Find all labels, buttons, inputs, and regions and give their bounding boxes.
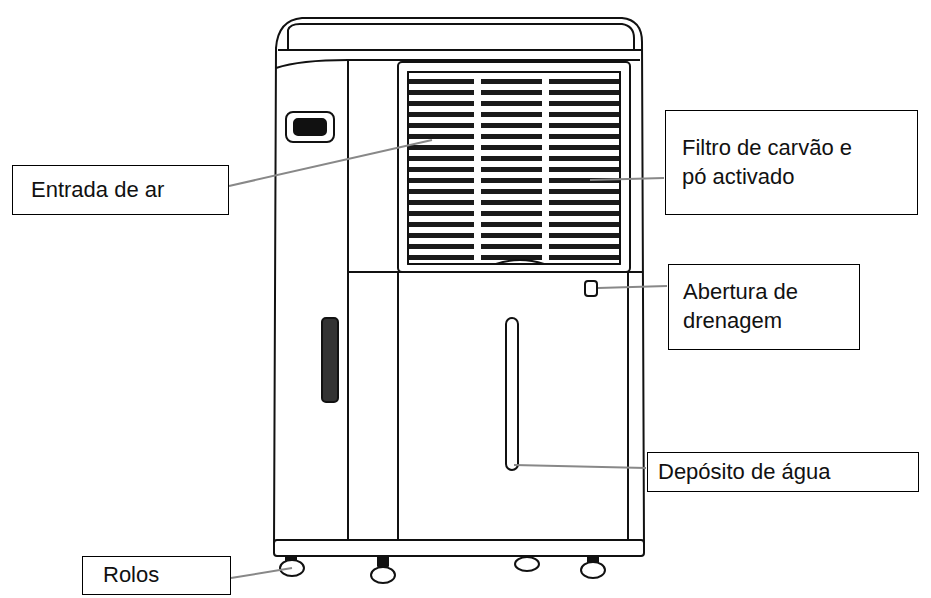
callout-label: Depósito de água [658, 458, 830, 487]
side-grip [322, 318, 338, 402]
grille-frame [398, 62, 630, 272]
callout-label: Filtro de carvão e pó activado [682, 134, 867, 191]
callout-box: Abertura de drenagem [668, 264, 860, 350]
side-handle [286, 112, 334, 142]
callout-box: Entrada de ar [12, 165, 229, 215]
callout-text-group: Entrada de ar [31, 176, 164, 205]
callout-label: Rolos [103, 561, 159, 590]
callout-text-group: Filtro de carvão e pó activado [682, 134, 867, 191]
leader-lines [229, 140, 667, 578]
callout-box: Depósito de água [647, 452, 919, 492]
callout-text-group: Abertura de drenagem [683, 278, 833, 335]
air-grille [408, 72, 620, 264]
callout-text-group: Depósito de água [658, 458, 830, 487]
base [274, 540, 644, 556]
tank-window [506, 318, 518, 470]
callout-label: Entrada de ar [31, 176, 164, 205]
callout-label: Abertura de drenagem [683, 278, 833, 335]
wheels [280, 556, 605, 583]
callout-text-group: Rolos [103, 561, 159, 590]
drain-opening [585, 281, 597, 296]
callout-box: Rolos [82, 556, 231, 595]
callout-box: Filtro de carvão e pó activado [665, 110, 918, 215]
